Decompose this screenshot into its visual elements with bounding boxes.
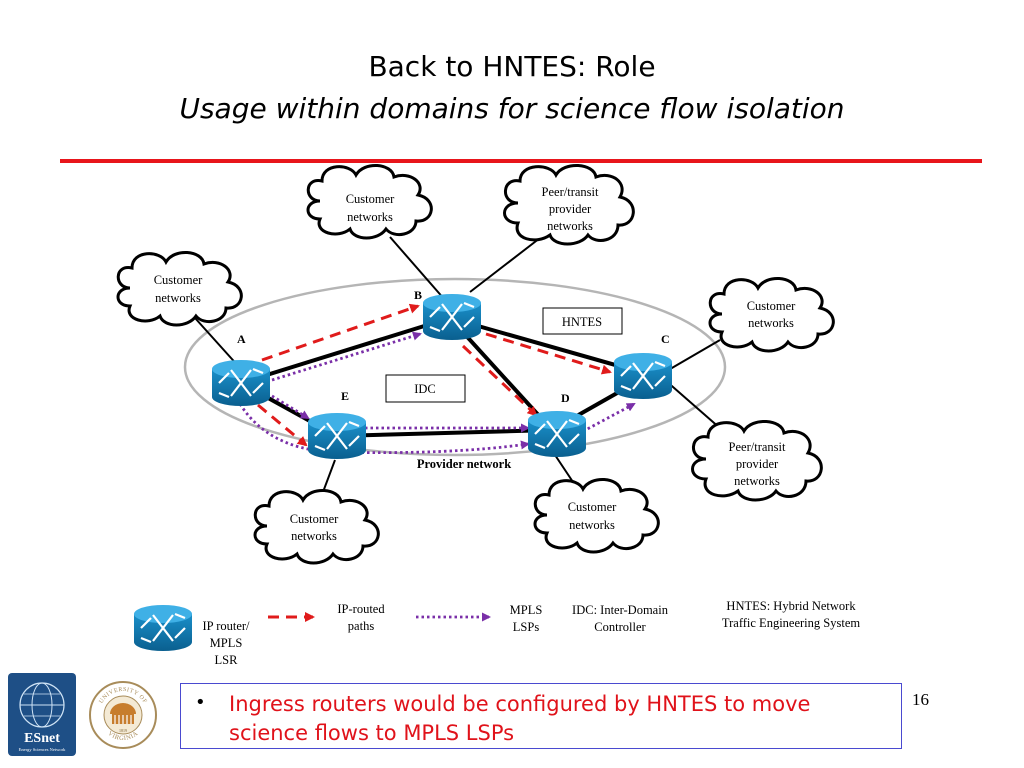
router-label-e: E (341, 389, 349, 403)
uva-seal-logo: UNIVERSITY OF VIRGINIA 1819 (89, 681, 157, 749)
esnet-wordmark: ESnet (24, 731, 60, 746)
router-icon-e (306, 411, 368, 461)
cloud-label: networks (547, 219, 593, 233)
router-label-b: B (414, 288, 422, 302)
router-label-d: D (561, 391, 570, 405)
provider-network-boundary (183, 277, 727, 457)
cloud-customer-left (116, 251, 243, 327)
cloud-peer-right (691, 420, 823, 502)
router-icon-d (526, 409, 588, 459)
legend-router-label: IP router/ (202, 619, 250, 633)
cloud-label: networks (155, 291, 201, 305)
legend-router-label: MPLS (210, 636, 243, 650)
cloud-customer-bottom-left (253, 489, 380, 565)
cloud-label: networks (734, 474, 780, 488)
page-number: 16 (912, 690, 929, 709)
idc-box-label: IDC (414, 382, 436, 396)
cloud-label: Peer/transit (729, 440, 786, 454)
cloud-customer-bottom-mid (533, 478, 660, 554)
idc-box (385, 374, 466, 403)
bullet-text: Ingress routers would be configured by H… (229, 692, 811, 745)
slide-subtitle: Usage within domains for science flow is… (179, 92, 845, 125)
legend-router-icon (132, 603, 194, 653)
slide-title: Back to HNTES: Role (368, 50, 656, 83)
cloud-peer-top (503, 164, 635, 246)
cloud-label: Customer (346, 192, 395, 206)
bullet-marker: • (195, 692, 206, 713)
ip-routed-paths (257, 303, 612, 447)
router-icon-a (210, 358, 272, 408)
router-icon-b (421, 292, 483, 342)
title-divider (60, 159, 982, 163)
legend-idc-label: Controller (594, 620, 646, 634)
cloud-label: Peer/transit (542, 185, 599, 199)
hntes-box (542, 307, 623, 335)
router-icon-c (612, 351, 674, 401)
esnet-logo: ESnet Energy Sciences Network (8, 673, 76, 756)
cloud-label: networks (569, 518, 615, 532)
legend-hntes-label: HNTES: Hybrid Network (726, 599, 856, 613)
cloud-label: Customer (568, 500, 617, 514)
uva-year: 1819 (119, 728, 127, 733)
bullet-box: • Ingress routers would be configured by… (180, 683, 902, 749)
legend-hntes-label: Traffic Engineering System (722, 616, 860, 630)
legend-router-label: LSR (215, 653, 239, 667)
legend-ip-path-label: IP-routed (337, 602, 385, 616)
cloud-label: networks (748, 316, 794, 330)
legend-mpls-label: LSPs (513, 620, 540, 634)
cloud-label: Customer (290, 512, 339, 526)
provider-network-label: Provider network (417, 457, 511, 471)
cloud-label: networks (291, 529, 337, 543)
cloud-customer-top (306, 164, 433, 240)
legend-mpls-label: MPLS (510, 603, 543, 617)
cloud-label: networks (347, 210, 393, 224)
cloud-label: Customer (154, 273, 203, 287)
cloud-label: provider (549, 202, 592, 216)
legend-idc-label: IDC: Inter-Domain (572, 603, 669, 617)
router-label-a: A (237, 332, 246, 346)
cloud-label: provider (736, 457, 779, 471)
esnet-tagline: Energy Sciences Network (19, 747, 66, 752)
router-label-c: C (661, 332, 670, 346)
cloud-label: Customer (747, 299, 796, 313)
hntes-box-label: HNTES (562, 315, 602, 329)
cloud-customer-right (708, 277, 835, 353)
legend-ip-path-label: paths (348, 619, 375, 633)
